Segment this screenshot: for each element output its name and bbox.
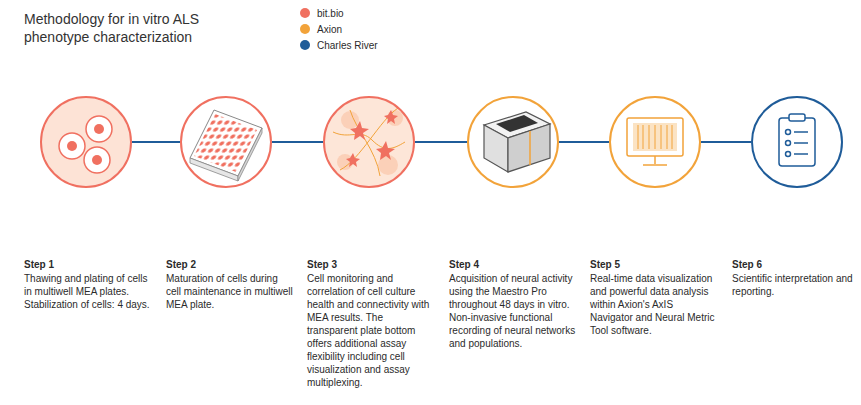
step-text: Step 3Cell monitoring and correlation of… <box>307 258 435 389</box>
step-description: Real-time data visualization and powerfu… <box>590 272 718 337</box>
maestro-device-icon <box>484 112 550 172</box>
step-circle: Step 4Acquisition of neural activity usi… <box>467 96 559 188</box>
step-text: Step 6Scientific interpretation and repo… <box>732 258 860 298</box>
step-description: Scientific interpretation and reporting. <box>732 272 860 298</box>
step-heading: Step 4 <box>449 258 577 271</box>
step-heading: Step 6 <box>732 258 860 271</box>
legend-label: Axion <box>317 24 342 35</box>
step-circle: Step 2Maturation of cells during cell ma… <box>180 96 272 188</box>
step-circle: Step 6Scientific interpretation and repo… <box>751 96 843 188</box>
step-text: Step 1Thawing and plating of cells in mu… <box>24 258 152 311</box>
legend: bit.bioAxionCharles River <box>300 5 378 53</box>
step-heading: Step 1 <box>24 258 152 271</box>
step-connector <box>132 141 180 143</box>
step-circle: Step 5Real-time data visualization and p… <box>609 96 701 188</box>
step-heading: Step 2 <box>166 258 294 271</box>
legend-row: Charles River <box>300 37 378 53</box>
report-clipboard-icon <box>779 114 815 166</box>
cell-wells-icon <box>42 98 130 186</box>
step-heading: Step 3 <box>307 258 435 271</box>
legend-label: Charles River <box>317 40 378 51</box>
step-description: Acquisition of neural activity using the… <box>449 272 577 350</box>
legend-label: bit.bio <box>317 8 344 19</box>
legend-row: Axion <box>300 21 378 37</box>
step-text: Step 2Maturation of cells during cell ma… <box>166 258 294 311</box>
legend-swatch <box>300 8 310 18</box>
step-description: Maturation of cells during cell maintena… <box>166 272 294 311</box>
legend-row: bit.bio <box>300 5 378 21</box>
step-text: Step 5Real-time data visualization and p… <box>590 258 718 337</box>
neuron-culture-icon <box>325 98 413 186</box>
step-connector <box>272 141 323 143</box>
step-connector <box>559 141 609 143</box>
step-connector <box>415 141 467 143</box>
step-text: Step 4Acquisition of neural activity usi… <box>449 258 577 350</box>
step-connector <box>701 141 751 143</box>
multiwell-plate-icon <box>190 110 262 181</box>
step-circle: Step 1Thawing and plating of cells in mu… <box>40 96 132 188</box>
step-heading: Step 5 <box>590 258 718 271</box>
legend-swatch <box>300 24 310 34</box>
step-description: Cell monitoring and correlation of cell … <box>307 272 435 389</box>
legend-swatch <box>300 40 310 50</box>
monitor-icon <box>627 118 683 165</box>
step-description: Thawing and plating of cells in multiwel… <box>24 272 152 311</box>
step-circle: Step 3Cell monitoring and correlation of… <box>323 96 415 188</box>
diagram-title: Methodology for in vitro ALS phenotype c… <box>24 10 239 46</box>
